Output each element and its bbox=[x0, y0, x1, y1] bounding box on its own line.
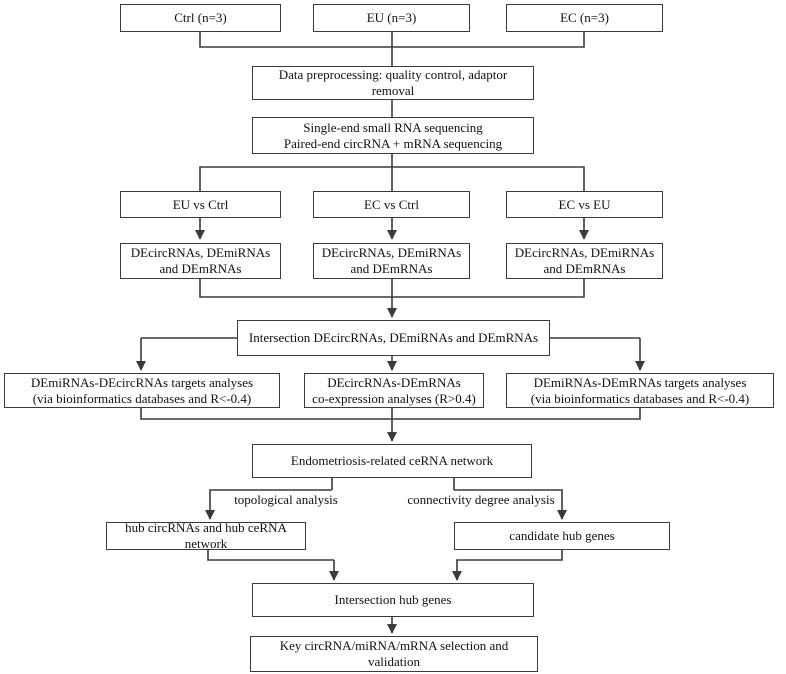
node-data-preprocessing: Data preprocessing: quality control, ada… bbox=[252, 66, 534, 100]
node-ctrl-group: Ctrl (n=3) bbox=[120, 4, 281, 32]
node-candidate-hub-genes: candidate hub genes bbox=[454, 522, 670, 550]
edge-label-connectivity-degree-analysis: connectivity degree analysis bbox=[407, 492, 555, 507]
node-intersection-hub-genes: Intersection hub genes bbox=[252, 583, 534, 617]
node-de-set-1: DEcircRNAs, DEmiRNAs and DEmRNAs bbox=[120, 243, 281, 279]
node-mirna-mrna-targets: DEmiRNAs-DEmRNAs targets analyses (via b… bbox=[506, 373, 774, 408]
connector-sequencing-to-comparisons bbox=[199, 154, 585, 191]
node-hub-circrna-network: hub circRNAs and hub ceRNA network bbox=[106, 520, 306, 551]
node-eu-vs-ctrl: EU vs Ctrl bbox=[120, 191, 281, 218]
node-intersection-de: Intersection DEcircRNAs, DEmiRNAs and DE… bbox=[237, 320, 550, 356]
edge-label-topological-analysis: topological analysis bbox=[234, 492, 338, 507]
node-ec-vs-eu: EC vs EU bbox=[506, 191, 663, 218]
connector-de-converge bbox=[199, 279, 585, 298]
node-de-set-2: DEcircRNAs, DEmiRNAs and DEmRNAs bbox=[313, 243, 470, 279]
node-ec-vs-ctrl: EC vs Ctrl bbox=[313, 191, 470, 218]
node-de-set-3: DEcircRNAs, DEmiRNAs and DEmRNAs bbox=[506, 243, 663, 279]
node-eu-group: EU (n=3) bbox=[313, 4, 470, 32]
node-key-selection-validation: Key circRNA/miRNA/mRNA selection and val… bbox=[250, 636, 538, 672]
node-circrna-mrna-coexpression: DEcircRNAs-DEmRNAs co-expression analyse… bbox=[304, 373, 484, 408]
node-mirna-circrna-targets: DEmiRNAs-DEcircRNAs targets analyses (vi… bbox=[4, 373, 280, 408]
connector-cerna-split bbox=[209, 478, 563, 491]
node-cerna-network: Endometriosis-related ceRNA network bbox=[252, 444, 532, 478]
connector-samples-to-preprocessing bbox=[199, 32, 585, 66]
connector-analyses-converge bbox=[140, 408, 641, 420]
node-ec-group: EC (n=3) bbox=[506, 4, 663, 32]
node-sequencing: Single-end small RNA sequencing Paired-e… bbox=[252, 117, 534, 154]
